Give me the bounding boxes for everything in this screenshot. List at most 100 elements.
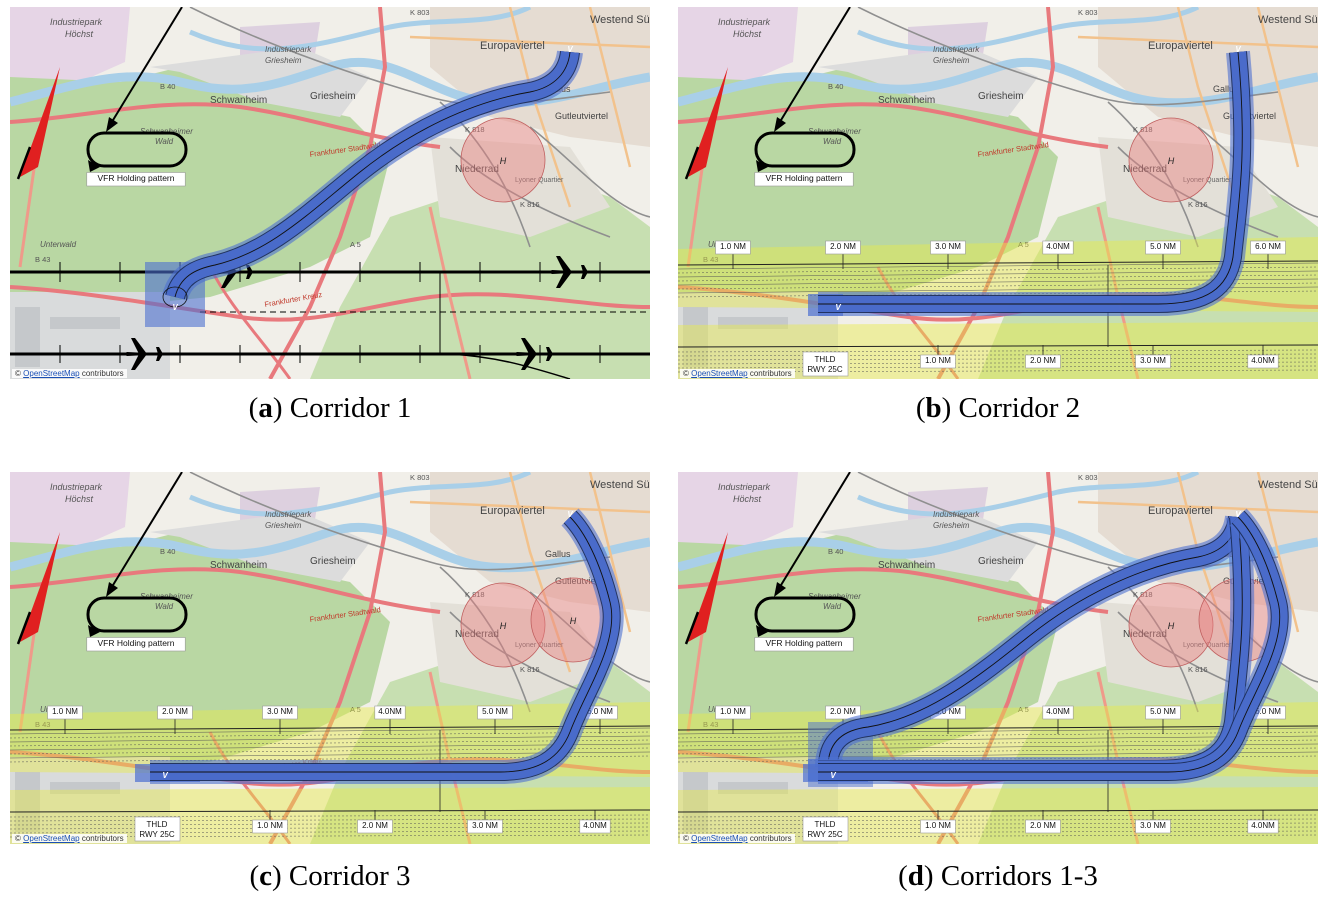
north-arrow-icon [16,532,60,645]
place-label: Niederrad [455,629,499,640]
industrial-area [678,7,798,87]
forest-area [310,642,650,844]
road-secondary [409,500,650,514]
label-text: 4.0NM [1251,356,1275,365]
river-branch [189,7,532,52]
label-box [1025,354,1061,369]
north-arrow-icon [684,67,728,180]
osm-attribution: © OpenStreetMap contributors [680,369,795,378]
label-text: 2.0 NM [830,707,856,716]
runway-centerline [10,834,650,838]
label-text: 4.0NM [378,707,402,716]
place-label: B 43 [35,720,50,729]
industrial-area [10,7,130,87]
label-box [1247,354,1279,369]
runway-centerline [678,814,1318,818]
nm-label-bottom: 3.0 NM [1135,819,1171,834]
runway-centerline [678,735,1318,743]
residential-area [1098,7,1318,147]
place-label: Schwanheim [878,95,935,106]
nm-label-top: 1.0 NM [47,705,83,720]
runway-centerline [10,735,650,743]
terminal-building [50,317,120,329]
heli-zones: H [460,117,546,203]
aircraft-wing [521,338,537,370]
railway [1117,146,1279,238]
label-text: 5.0 NM [1150,242,1176,251]
holding-arrowhead [756,160,768,172]
corridor-2 [818,50,1255,316]
place-label: K 803 [410,8,430,17]
place-label: Höchst [65,29,94,39]
road-secondary [1176,7,1240,208]
place-label: K 816 [520,200,540,209]
place-label: B 40 [160,82,175,91]
runways-panel-a [10,256,650,379]
holding-arrowhead [756,625,768,637]
osm-link[interactable]: OpenStreetMap [691,834,748,843]
vfr-holding-pattern: VFR Holding pattern [86,596,188,652]
place-label: Gutleutviertel [555,576,608,586]
nm-label-bottom: 2.0 NM [357,819,393,834]
road-secondary [1077,500,1318,514]
motorway-ramp [208,266,292,379]
industrial-area [678,472,798,552]
place-label: Westend Süd [590,14,650,26]
place-label: K 816 [1188,665,1208,674]
runway-centerline [678,727,1318,735]
aircraft-tail [156,347,163,361]
inbound-arrowhead [774,117,786,132]
place-label: A 5 [350,240,361,249]
north-arrow-tail [16,146,32,180]
osm-link[interactable]: OpenStreetMap [23,834,80,843]
place-label: Griesheim [265,521,302,530]
label-text: RWY 25C [807,830,842,839]
place-label: Europaviertel [1148,40,1213,52]
helipad-icon: H [1168,621,1175,631]
aircraft-icon [548,256,592,288]
residential-area [150,512,370,582]
nm-label-top: 2.0 NM [825,240,861,255]
holding-label: VFR Holding pattern [754,637,854,652]
runway-south-line [678,344,1318,348]
corridor-centerline [827,516,1239,768]
north-arrow-icon [16,67,60,180]
railway [529,591,650,683]
helipad-v-icon: V [1235,45,1241,54]
place-label: Industriepark [933,510,980,519]
residential-area [430,137,610,237]
taxiway [449,353,571,379]
vfr-holding-pattern: VFR Holding pattern [754,596,856,652]
nm-label-top: 3.0 NM [262,705,298,720]
nm-label-top: 5.0 NM [1145,240,1181,255]
label-box [754,172,854,187]
runway-centerline [10,822,650,826]
heli-circle [1128,582,1214,668]
label-box [715,705,751,720]
place-label: Westend Süd [1258,479,1318,491]
label-box [715,240,751,255]
holding-loop [86,131,188,168]
osm-link[interactable]: OpenStreetMap [23,369,80,378]
nm-label-top: 5.0 NM [477,705,513,720]
industrial-area [10,472,130,552]
osm-link[interactable]: OpenStreetMap [691,369,748,378]
holding-label: VFR Holding pattern [86,637,186,652]
place-label: Wald [823,137,842,146]
terminal-building [718,782,788,794]
nm-label-bottom: 3.0 NM [467,819,503,834]
label-box [1250,240,1286,255]
label-box [86,172,186,187]
place-label: K 803 [410,473,430,482]
river-branch [857,7,1200,52]
corridor-centerline [174,51,571,298]
road-secondary [508,7,572,208]
label-text: 1.0 NM [925,821,951,830]
nm-label-bottom: 4.0NM [1247,354,1279,369]
railway [857,7,1279,106]
